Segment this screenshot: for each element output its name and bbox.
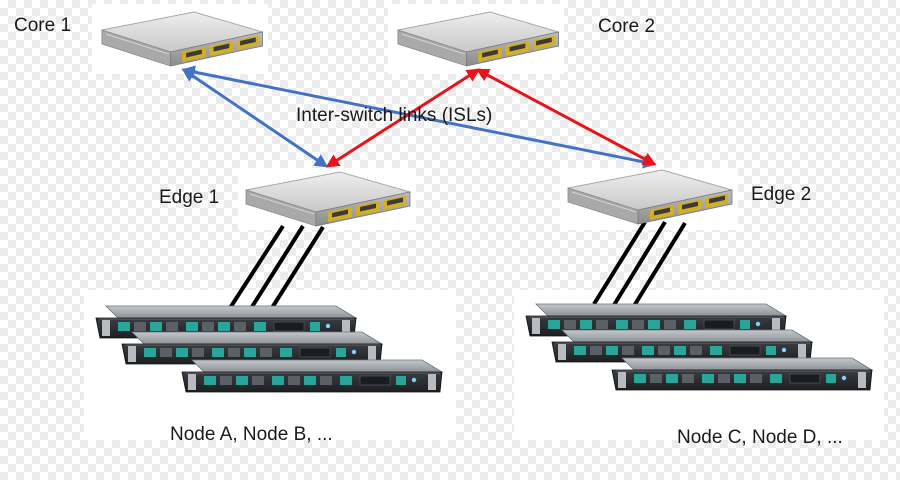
nodes-right-label: Node C, Node D, ...: [677, 427, 843, 448]
uplink-cable: [612, 220, 667, 307]
right-node-uplinks: [592, 220, 687, 308]
edge-1-label: Edge 1: [159, 187, 220, 208]
core-1-label: Core 1: [14, 15, 72, 36]
uplink-cable: [592, 220, 647, 306]
uplink-cable: [268, 225, 325, 313]
core-2-label: Core 2: [598, 16, 656, 37]
rack-server-icon: [551, 329, 813, 363]
nodes-left-label: Node A, Node B, ...: [170, 424, 333, 445]
isl-core2-edge1: [325, 68, 481, 168]
uplink-cable: [632, 221, 687, 308]
rack-server-icon: [611, 357, 873, 391]
isl-core2-edge2: [475, 68, 657, 166]
edge-2-label: Edge 2: [751, 184, 812, 205]
rack-server-icon: [181, 359, 443, 393]
isl-label: Inter-switch links (ISLs): [296, 105, 493, 126]
uplink-cable: [248, 224, 305, 312]
uplink-cable: [228, 224, 285, 310]
rack-server-icon: [121, 331, 383, 365]
left-node-uplinks: [228, 224, 325, 313]
